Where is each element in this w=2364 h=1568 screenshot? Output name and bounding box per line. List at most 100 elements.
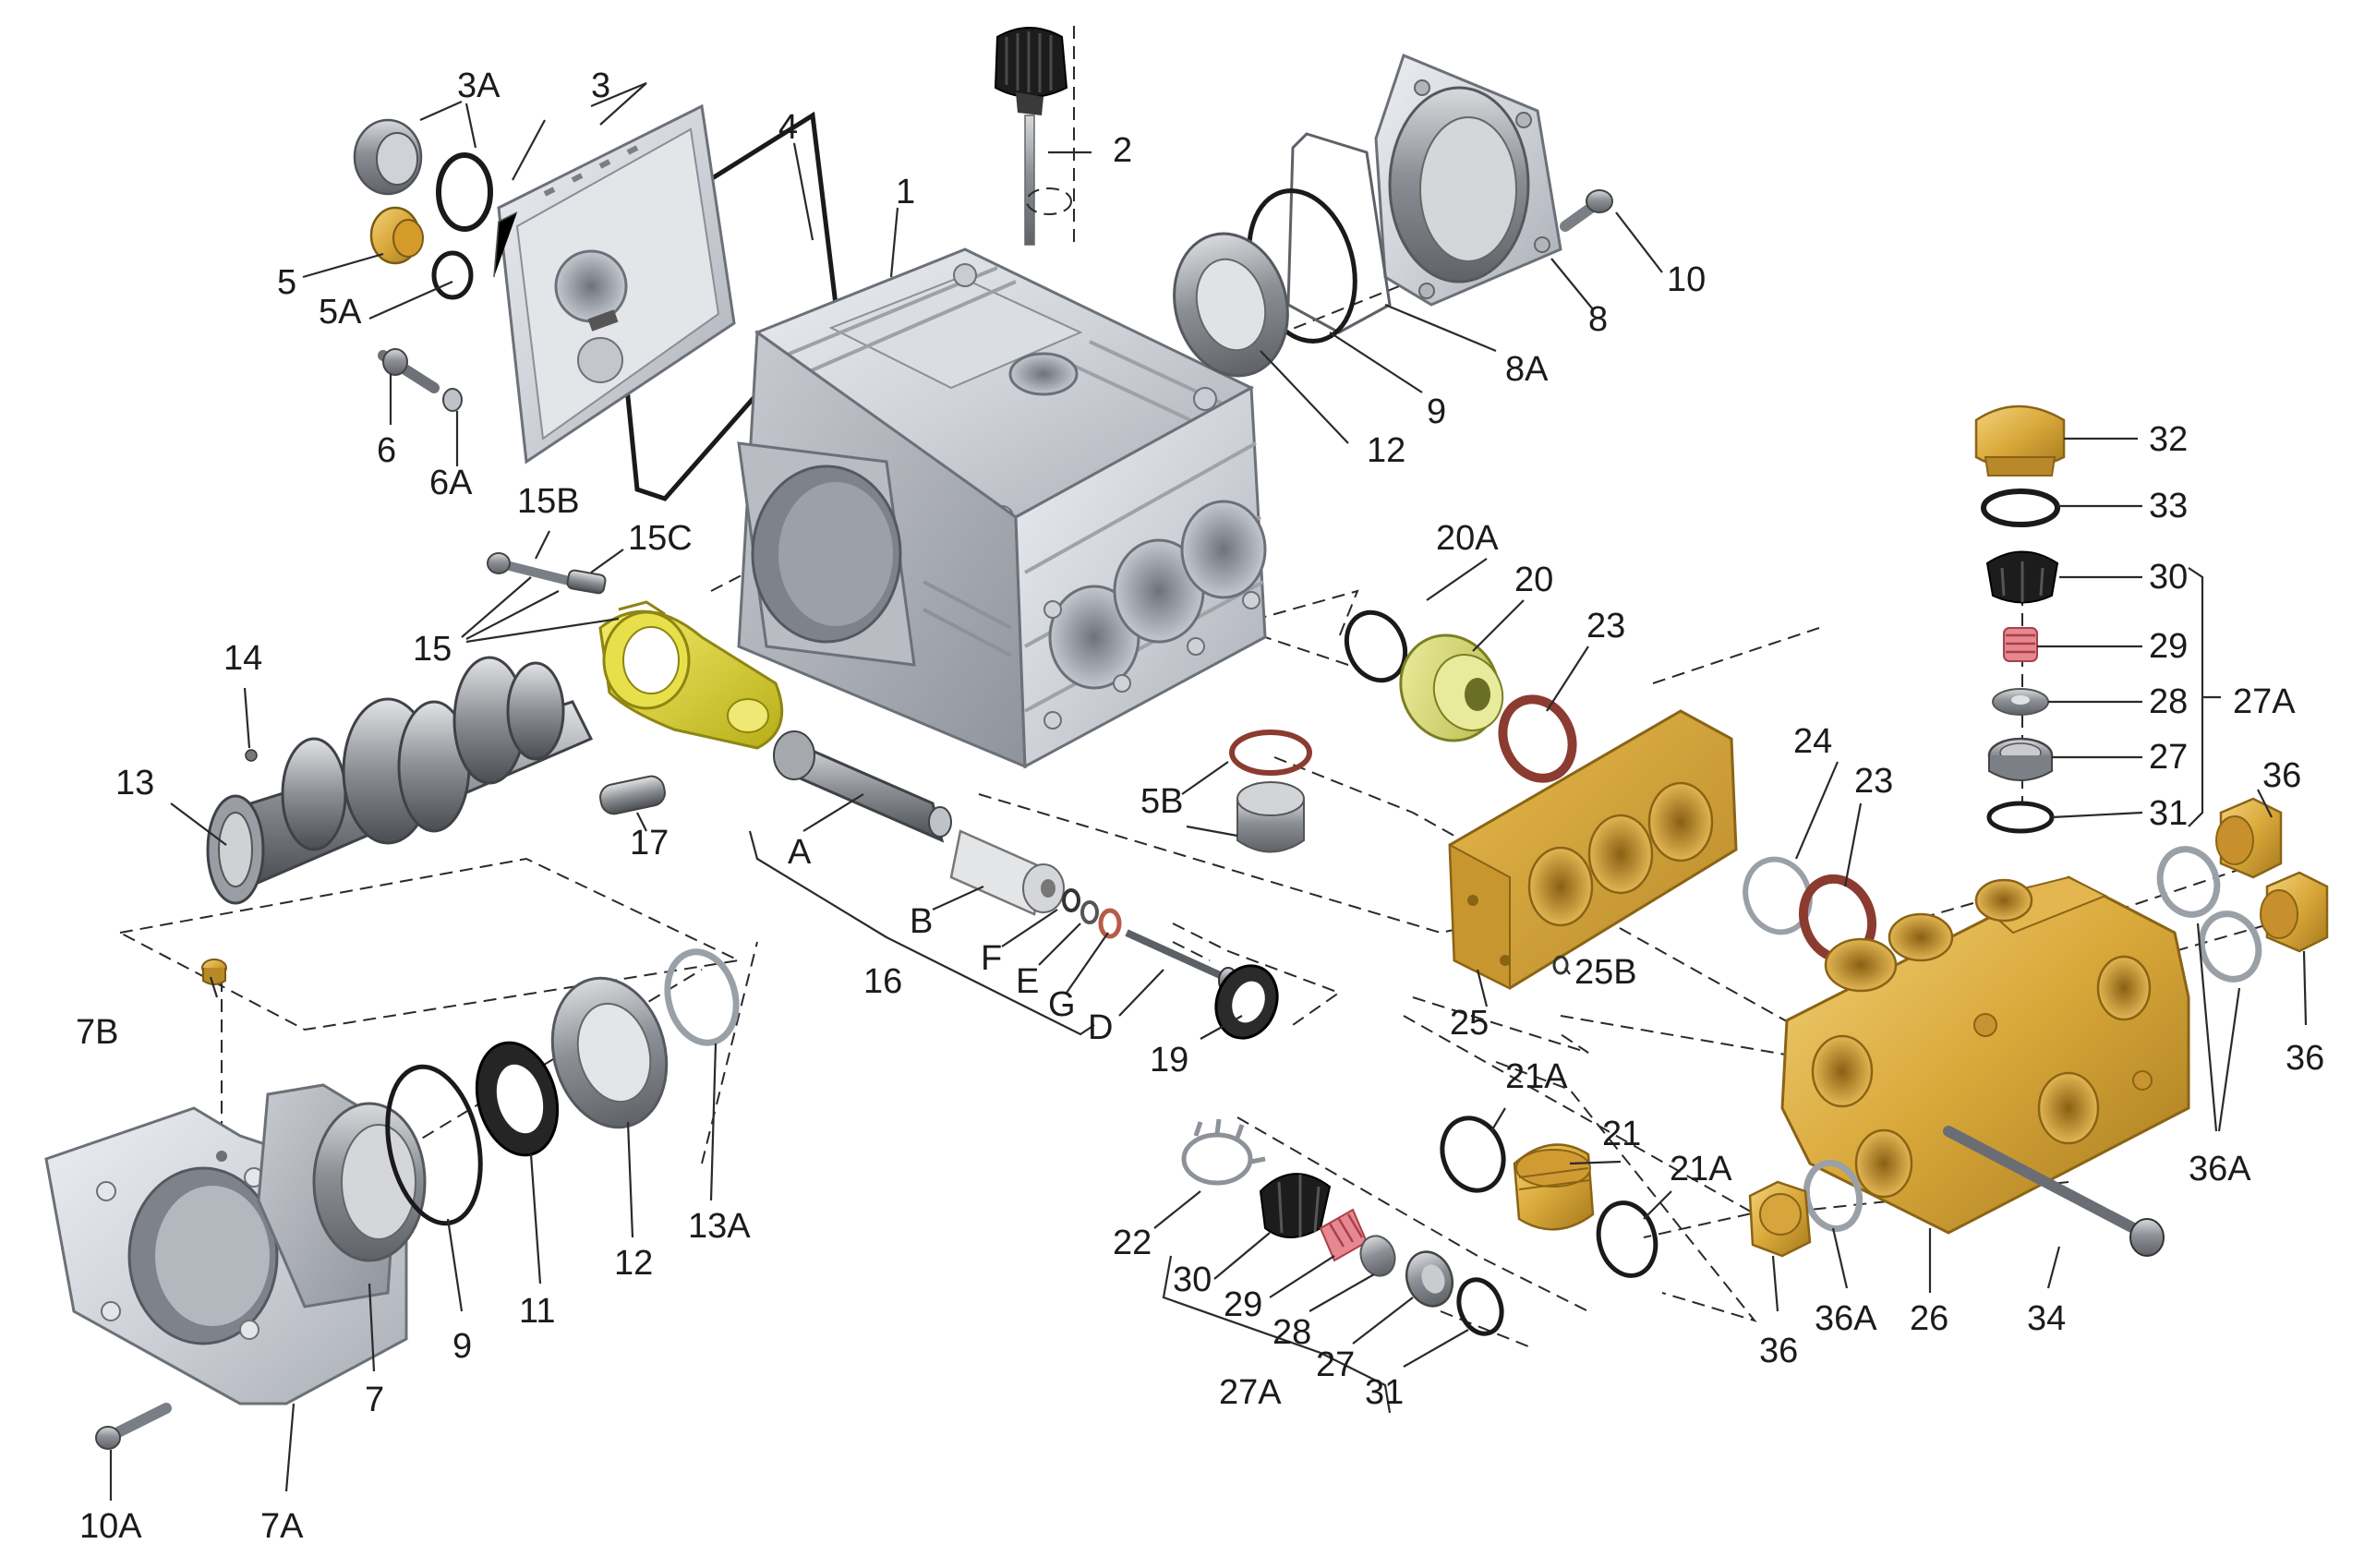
plug-part-36-upper xyxy=(2156,797,2283,918)
label-1: 1 xyxy=(896,173,915,211)
label-33: 33 xyxy=(2149,487,2188,525)
label-27A-right: 27A xyxy=(2233,682,2296,721)
bolt-part-34 xyxy=(1943,1126,2165,1257)
label-11: 11 xyxy=(519,1292,555,1331)
screw-part-15B xyxy=(487,552,577,586)
oring-part-31-bottom xyxy=(1456,1277,1504,1336)
oring-part-9-bottom xyxy=(385,1064,483,1226)
valve-plug-part-21 xyxy=(1513,1143,1595,1231)
label-D: D xyxy=(1088,1008,1113,1047)
label-13: 13 xyxy=(115,764,154,802)
valve-cage-part-30-bottom xyxy=(1259,1173,1332,1238)
spring-part-29-top xyxy=(2003,627,2038,662)
label-23-top: 23 xyxy=(1586,607,1625,645)
label-22: 22 xyxy=(1113,1224,1152,1262)
seal-part-24 xyxy=(1743,856,1813,935)
label-29-right: 29 xyxy=(2149,627,2188,666)
label-7B: 7B xyxy=(76,1013,118,1052)
label-36-lower: 36 xyxy=(1759,1332,1798,1370)
label-5B: 5B xyxy=(1140,782,1183,821)
label-21: 21 xyxy=(1602,1115,1641,1153)
label-G: G xyxy=(1048,985,1076,1024)
plug-part-3A xyxy=(353,118,493,232)
oring-part-31-top xyxy=(1986,801,2055,834)
crankshaft-part-13 xyxy=(206,656,594,905)
label-12-top: 12 xyxy=(1367,431,1405,470)
screw-part-10 xyxy=(1560,189,1613,232)
label-24: 24 xyxy=(1793,722,1832,761)
label-27A-bottom: 27A xyxy=(1219,1373,1282,1412)
label-A: A xyxy=(788,833,812,872)
label-8: 8 xyxy=(1588,300,1608,339)
label-23-bottom: 23 xyxy=(1854,762,1893,801)
piston-guide-part-A xyxy=(773,730,952,843)
label-13A: 13A xyxy=(688,1207,751,1246)
screw-part-6 xyxy=(378,348,463,412)
plunger-part-B xyxy=(949,829,1065,916)
label-7: 7 xyxy=(365,1381,384,1419)
label-3: 3 xyxy=(591,66,610,105)
label-9-bottom: 9 xyxy=(452,1327,472,1366)
label-E: E xyxy=(1016,962,1039,1001)
label-20: 20 xyxy=(1514,561,1553,599)
label-9-top: 9 xyxy=(1427,392,1446,431)
label-30-bottom: 30 xyxy=(1173,1260,1212,1299)
oring-part-33 xyxy=(1981,488,2060,527)
label-28-bottom: 28 xyxy=(1272,1313,1311,1352)
label-29-bottom: 29 xyxy=(1224,1285,1262,1324)
label-21A-lower: 21A xyxy=(1670,1150,1732,1188)
manifold-head-part-26 xyxy=(1780,875,2190,1235)
label-36-right: 36 xyxy=(2286,1039,2324,1078)
bearing-cover-part-8 xyxy=(1374,53,1562,307)
label-31-right: 31 xyxy=(2149,794,2188,833)
dipstick-part-2 xyxy=(994,27,1072,246)
valve-disc-part-28-top xyxy=(1992,688,2049,716)
label-34: 34 xyxy=(2027,1299,2066,1338)
key-part-14 xyxy=(245,749,258,762)
label-6: 6 xyxy=(377,431,396,470)
retainer-part-22 xyxy=(1181,1118,1266,1186)
gasket-part-8A xyxy=(1286,132,1392,334)
label-27-right: 27 xyxy=(2149,738,2188,777)
part-labels: 1 2 3 3A 4 5 5A 5B 6 6A 7 7A 7B 8 8A 9 9… xyxy=(76,66,2324,1546)
valve-disc-part-28-bottom xyxy=(1359,1235,1396,1277)
label-5: 5 xyxy=(277,263,296,302)
label-26: 26 xyxy=(1910,1299,1948,1338)
label-14: 14 xyxy=(223,639,262,678)
label-25: 25 xyxy=(1450,1004,1489,1043)
label-17: 17 xyxy=(630,824,669,862)
manifold-plate-part-25 xyxy=(1448,709,1738,990)
plug-part-5B xyxy=(1229,730,1312,853)
valve-seat-part-27-top xyxy=(1987,737,2054,781)
washer-part-E xyxy=(1080,900,1099,924)
label-15C: 15C xyxy=(628,519,693,558)
label-10A: 10A xyxy=(79,1507,142,1546)
oring-part-21A-left xyxy=(1440,1116,1506,1193)
connecting-rod-part-15 xyxy=(598,600,784,750)
plug-part-7B xyxy=(201,959,227,985)
label-15B: 15B xyxy=(517,482,580,521)
pin-part-15C xyxy=(566,569,607,595)
shim-part-13A xyxy=(664,948,740,1046)
label-20A: 20A xyxy=(1436,519,1499,558)
label-30-right: 30 xyxy=(2149,558,2188,597)
screw-part-10A xyxy=(95,1403,172,1450)
cover-part-3 xyxy=(493,103,736,464)
plug-part-32 xyxy=(1974,404,2066,476)
seal-part-23-top xyxy=(1498,694,1577,783)
label-36A-right: 36A xyxy=(2189,1150,2251,1188)
washer-part-F xyxy=(1062,888,1080,912)
plug-part-5 xyxy=(369,206,474,300)
valve-seat-part-20 xyxy=(1399,633,1504,742)
label-F: F xyxy=(981,939,1002,978)
bearing-part-12-bottom xyxy=(550,976,669,1129)
label-2: 2 xyxy=(1113,131,1132,170)
valve-cage-part-30-top xyxy=(1985,550,2059,604)
label-25B: 25B xyxy=(1574,953,1637,992)
bracket-27A-right xyxy=(2188,567,2221,827)
plug-part-36-right xyxy=(2198,871,2329,983)
plug-part-36-lower xyxy=(1748,1159,1863,1258)
label-19: 19 xyxy=(1150,1041,1188,1080)
bearing-flange-part-7A xyxy=(44,1106,408,1405)
seal-part-11 xyxy=(475,1041,560,1157)
